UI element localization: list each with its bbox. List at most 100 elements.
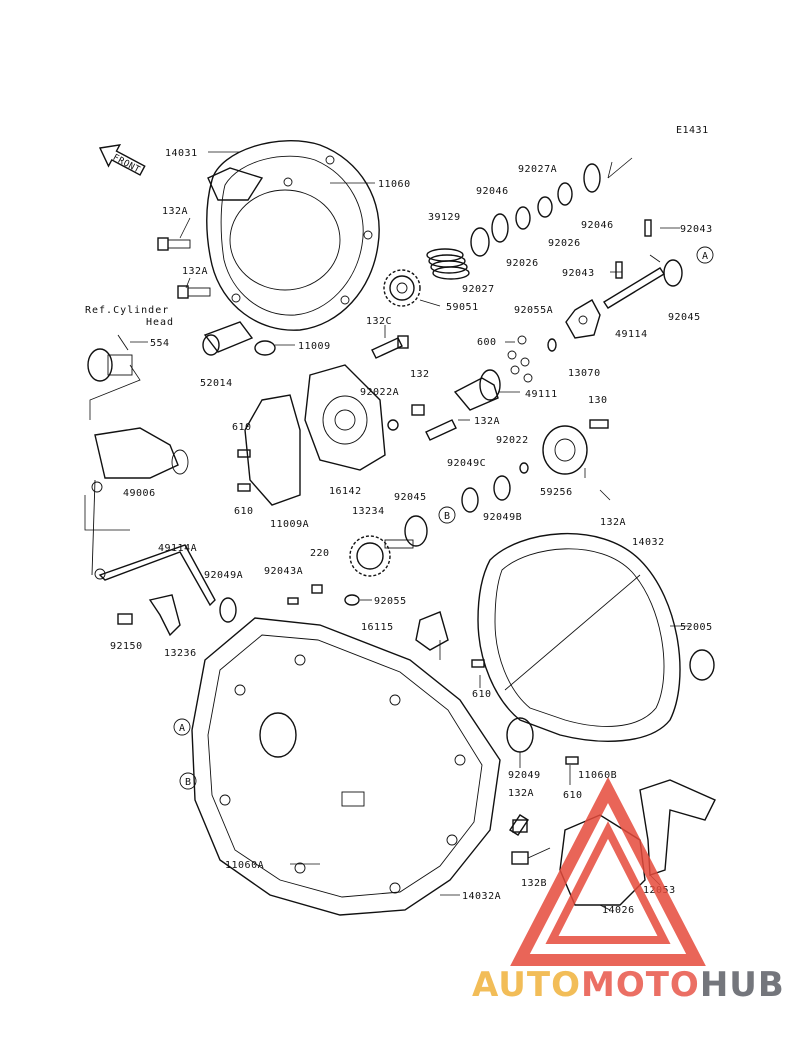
label-13236: 13236 [164,648,197,659]
bearing-92049 [506,717,534,753]
gasket-11009 [254,340,276,356]
callout-a-top: A [696,246,714,264]
label-92049: 92049 [508,770,541,781]
label-92150: 92150 [110,641,143,652]
bolt-132a-third [425,419,457,441]
pin-610-b [237,483,251,492]
label-ref-line2: Head [146,317,174,328]
pin-610-c [471,659,485,668]
label-52005: 52005 [680,622,713,633]
label-92055: 92055 [374,596,407,607]
pin-92043-a [644,219,652,237]
label-92049b: 92049B [483,512,522,523]
label-92022: 92022 [496,435,529,446]
gasket-11009a [244,394,301,506]
label-14032: 14032 [632,537,665,548]
label-49006: 49006 [123,488,156,499]
washer-92046-a [491,213,509,243]
label-92026-a: 92026 [548,238,581,249]
pin-92043-b [615,261,623,279]
label-600: 600 [477,337,497,348]
bolt-220 [311,584,323,594]
washer-92026-a [515,206,531,230]
outer-cover-14032 [477,533,681,742]
label-132a-5: 132A [508,788,534,799]
label-ref-line1: Ref.Cylinder [85,305,169,316]
gear-59051 [383,269,421,307]
label-14026: 14026 [602,905,635,916]
callout-b-top: B [438,506,456,524]
bolt-132 [411,404,425,416]
pin-610-d [565,756,579,765]
washer-92046-b [583,163,601,193]
label-132a-2: 132A [182,266,208,277]
label-92045-b: 92045 [394,492,427,503]
label-49111: 49111 [525,389,558,400]
label-59256: 59256 [540,487,573,498]
leader-lines [84,151,690,911]
pipe-52014 [202,321,254,356]
bolt-132a-top [157,237,191,251]
label-92027a: 92027A [518,164,557,175]
watermark-logo: AUTOMOTOHUB [472,776,785,1005]
label-92049c: 92049C [447,458,486,469]
label-11060: 11060 [378,179,411,190]
rotor-59256 [542,425,588,475]
cap-16115 [415,611,449,651]
bolt-132a-second [177,285,211,299]
label-554: 554 [150,338,170,349]
hose-49006 [94,427,189,479]
pump-housing-16142 [304,364,386,471]
bearing-92045 [404,515,428,547]
label-16115: 16115 [361,622,394,633]
ring-92055a [547,338,557,352]
label-11009a: 11009A [270,519,309,530]
label-92026-b: 92026 [506,258,539,269]
lever-49114a [91,479,216,607]
part-labels: 14031 11060 132A 132A Ref.Cylinder Head … [85,148,713,916]
label-130: 130 [588,395,608,406]
bolt-92150 [117,613,133,625]
watermark-text: AUTOMOTOHUB [472,965,785,1005]
label-92027: 92027 [462,284,495,295]
bolt-132b [511,847,551,865]
label-132a-top: 132A [162,206,188,217]
bracket-12053 [639,779,716,876]
label-14032a: 14032A [462,891,501,902]
svg-text:B: B [185,777,192,788]
ball-600-group [507,335,533,383]
shaft-49111 [453,369,501,411]
label-132a-3: 132A [474,416,500,427]
svg-text:A: A [702,251,709,262]
shaft-49114 [603,259,683,309]
bearing-92027a [537,196,553,218]
label-132-a: 132 [410,369,430,380]
label-13234: 13234 [352,506,385,517]
washer-92022a [387,419,399,431]
label-132c: 132C [366,316,392,327]
bearing-92049b [493,475,511,501]
bolt-132a-lower [509,814,529,836]
bolt-132c [371,335,409,359]
label-92046-a: 92046 [476,186,509,197]
crankcase-cover-14032a [191,617,501,916]
label-59051: 59051 [446,302,479,313]
label-49114: 49114 [615,329,648,340]
label-52014: 52014 [200,378,233,389]
bolt-130 [589,419,609,429]
label-92045-a: 92045 [668,312,701,323]
callout-a-bottom: A [173,718,191,736]
impeller-13070 [565,299,601,339]
label-132a-4: 132A [600,517,626,528]
label-13070: 13070 [568,368,601,379]
front-arrow-icon: FRONT [98,144,146,176]
label-49114a: 49114A [158,543,197,554]
svg-text:A: A [179,723,186,734]
diagram-code: E1431 [676,125,709,136]
bearing-92049c [461,487,479,513]
label-11060b: 11060B [578,770,617,781]
label-92055a: 92055A [514,305,553,316]
label-610-a: 610 [232,422,252,433]
label-16142: 16142 [329,486,362,497]
